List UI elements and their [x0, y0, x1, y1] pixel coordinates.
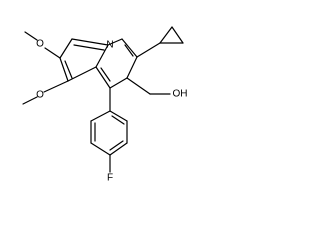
bond: [44, 47, 61, 59]
bonds: [22, 26, 184, 173]
structure-drawing: N O O OH F: [22, 26, 188, 184]
bond: [100, 67, 111, 82]
bond: [107, 38, 123, 46]
bond: [95, 44, 109, 68]
bond: [59, 57, 69, 82]
bond: [109, 140, 124, 151]
bond: [59, 38, 73, 59]
atom-label-nitrogen: N: [106, 40, 113, 51]
bond: [90, 142, 111, 156]
atom-label-fluorine: F: [107, 173, 113, 184]
bond: [124, 44, 134, 57]
bond: [90, 110, 111, 122]
bond: [109, 77, 128, 89]
bond: [24, 31, 38, 41]
bond: [121, 38, 138, 58]
bond: [22, 96, 38, 105]
bond: [95, 66, 111, 89]
bond: [109, 142, 128, 156]
bond: [73, 44, 105, 51]
atom-label-methoxy-oxygen-lower: O: [36, 90, 44, 101]
bond: [159, 26, 173, 44]
bond: [67, 66, 97, 82]
atom-label-hydroxyl: OH: [173, 89, 188, 100]
bond: [71, 38, 109, 46]
bond: [109, 110, 128, 122]
bond: [171, 26, 184, 44]
bond: [126, 56, 138, 79]
bond: [136, 42, 161, 58]
atom-label-methoxy-oxygen-upper: O: [36, 39, 44, 50]
bond: [126, 77, 151, 95]
bond: [111, 115, 125, 125]
bond: [43, 80, 69, 93]
bond: [64, 60, 73, 79]
atom-labels: N O O OH F: [36, 39, 187, 184]
